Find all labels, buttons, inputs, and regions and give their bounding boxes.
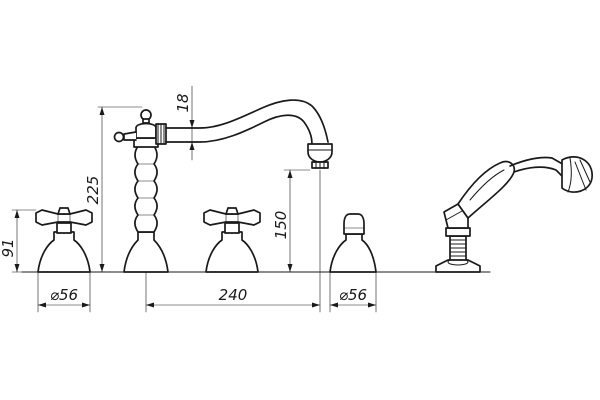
dim-diameter-right: ⌀56 xyxy=(329,271,377,313)
dim-225-label: 225 xyxy=(84,176,102,205)
dim-diameter-left: ⌀56 xyxy=(37,271,91,313)
dim-diameter-left-label: ⌀56 xyxy=(50,286,78,304)
dim-150-label: 150 xyxy=(272,211,290,240)
dim-height-handle: 91 xyxy=(0,209,39,273)
right-handle-valve xyxy=(203,207,261,273)
left-handle-valve xyxy=(35,207,93,273)
dim-height-spout: 225 xyxy=(84,106,143,273)
diverter-knob xyxy=(329,213,377,273)
dim-spout-pipe: 18 xyxy=(167,85,199,161)
dim-outlet-height: 150 xyxy=(272,169,311,273)
dim-240-label: 240 xyxy=(219,286,248,304)
dim-diameter-right-label: ⌀56 xyxy=(339,286,367,304)
spout-assembly xyxy=(113,99,333,273)
dim-91-label: 91 xyxy=(0,238,17,257)
dim-18-label: 18 xyxy=(174,93,192,112)
dim-spacing: 240 xyxy=(145,169,321,313)
hand-shower xyxy=(435,156,593,273)
